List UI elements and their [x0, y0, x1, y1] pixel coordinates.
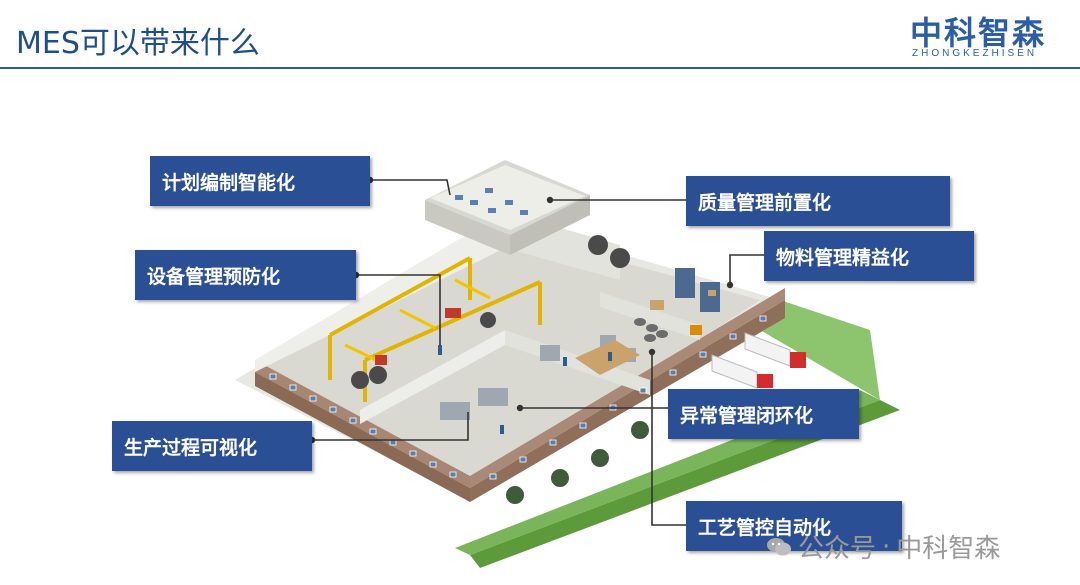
- label-material-lean: 物料管理精益化: [764, 231, 974, 281]
- brand-logo: 中科智森: [910, 14, 1047, 52]
- label-equipment-preventive: 设备管理预防化: [135, 250, 356, 300]
- label-exception-closed-loop: 异常管理闭环化: [668, 389, 859, 439]
- page-title: MES可以带来什么: [16, 26, 260, 61]
- watermark-separator: ·: [882, 531, 891, 562]
- label-plan-intelligent: 计划编制智能化: [150, 156, 370, 206]
- label-process-visual: 生产过程可视化: [112, 421, 312, 471]
- header-divider: [0, 67, 1080, 69]
- watermark-name: 中科智森: [896, 534, 1001, 564]
- watermark-source: 公众号: [798, 534, 877, 564]
- wechat-icon: [767, 537, 791, 555]
- watermark: 公众号 · 中科智森: [766, 528, 1000, 565]
- brand-logo-subtitle: ZHONGKEZHISEN: [912, 48, 1038, 59]
- label-quality-front: 质量管理前置化: [686, 176, 950, 226]
- label-craft-automation: 工艺管控自动化: [686, 501, 902, 551]
